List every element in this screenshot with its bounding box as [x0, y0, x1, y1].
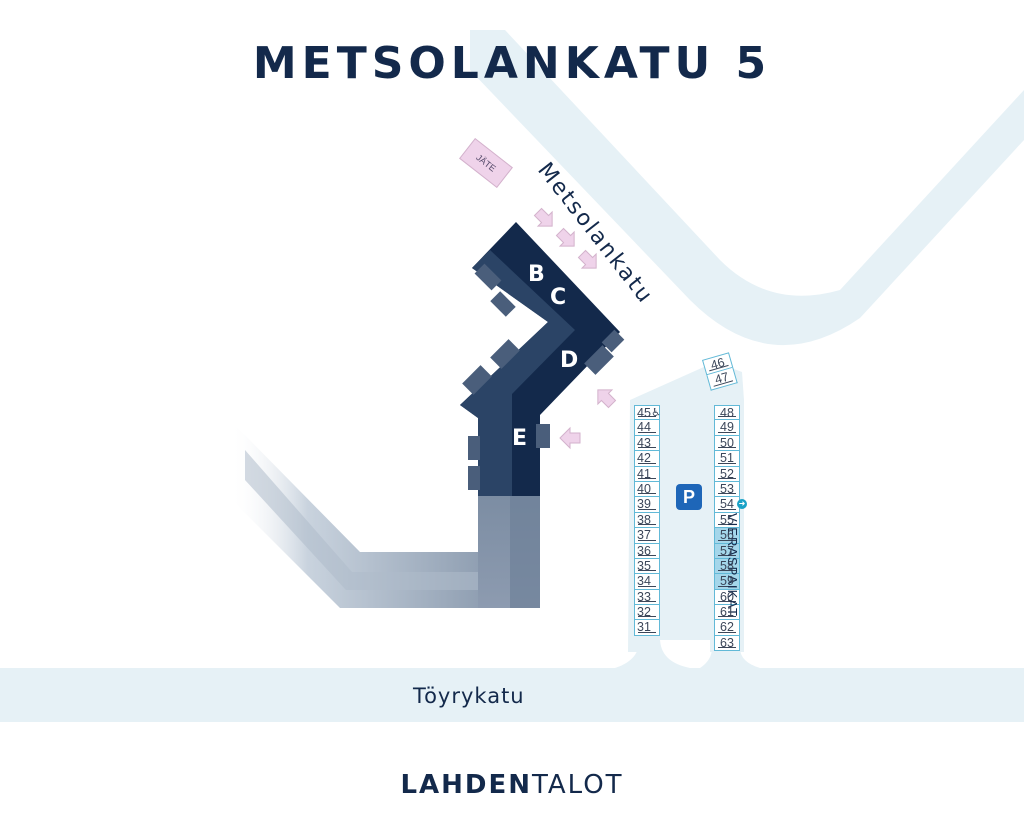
- parking-spot: 60: [714, 589, 740, 606]
- parking-spot: 40: [634, 481, 660, 498]
- parking-spot: 45♿: [634, 405, 661, 421]
- parking-spot: 57: [714, 543, 740, 559]
- building-label-e: E: [512, 426, 528, 451]
- parking-spot: 42: [634, 451, 660, 467]
- parking-spot: 51: [714, 451, 740, 467]
- driveway: [230, 420, 540, 608]
- balcony-2: [490, 291, 516, 317]
- wheelchair-icon: ♿: [651, 407, 661, 419]
- parking-spot: 56: [714, 528, 740, 544]
- parking-spot: 36: [634, 543, 660, 559]
- parking-spot: 48: [714, 405, 740, 421]
- parking-spot: 43: [634, 435, 660, 452]
- parking-spot: 54: [714, 497, 740, 513]
- parking-spot: 31: [634, 620, 660, 636]
- map-title: METSOLANKATU 5: [252, 38, 772, 89]
- parking-spot: 63: [714, 635, 740, 652]
- parking-spot: 41: [634, 466, 660, 482]
- parking-spot: 44: [634, 420, 660, 436]
- building-shade: [460, 250, 575, 496]
- parking-spot: 37: [634, 528, 660, 544]
- balcony-9: [601, 329, 625, 353]
- balcony-5: [468, 436, 480, 460]
- parking-spot: 58: [714, 558, 740, 575]
- balcony-1: [474, 263, 502, 291]
- balcony-6: [468, 466, 480, 490]
- street-label-toyrykatu: Töyrykatu: [413, 684, 525, 708]
- building-e-lower-shade: [510, 496, 540, 608]
- driveway-inner: [245, 450, 480, 590]
- balcony-3: [490, 339, 520, 369]
- entrance-arrow-icon: [533, 207, 617, 450]
- parking-spot: 39: [634, 497, 660, 513]
- parking-access-right: [700, 648, 760, 668]
- road-toyrykatu: [0, 668, 1024, 722]
- parking-spot: 49: [714, 420, 740, 436]
- road-metsolankatu: [470, 30, 1024, 346]
- building-label-c: C: [550, 285, 567, 310]
- building-label-b: B: [528, 262, 545, 287]
- balcony-4: [462, 365, 492, 395]
- parking-spot: 38: [634, 512, 660, 529]
- parking-spot: 59: [714, 574, 740, 590]
- parking-sign: P: [676, 484, 702, 510]
- parking-spot: 62: [714, 620, 740, 636]
- parking-spot: 53: [714, 481, 740, 498]
- parking-spot: 50: [714, 435, 740, 452]
- logo: LAHDENTALOT: [0, 770, 1024, 800]
- parking-spot: 55: [714, 512, 740, 529]
- parking-spot: 32: [634, 605, 660, 621]
- parking-spot: 52: [714, 466, 740, 482]
- logo-light: TALOT: [532, 770, 624, 800]
- parking-spot: 33: [634, 589, 660, 606]
- logo-bold: LAHDEN: [400, 770, 532, 800]
- balcony-7: [536, 424, 550, 448]
- parking-access-left: [615, 638, 690, 668]
- parking-spot: 34: [634, 574, 660, 590]
- balcony-8: [584, 345, 614, 375]
- parking-spot: 35: [634, 558, 660, 575]
- arrow-right-icon: ➜: [737, 499, 747, 509]
- building-label-d: D: [560, 348, 579, 373]
- parking-spot: 61: [714, 605, 740, 621]
